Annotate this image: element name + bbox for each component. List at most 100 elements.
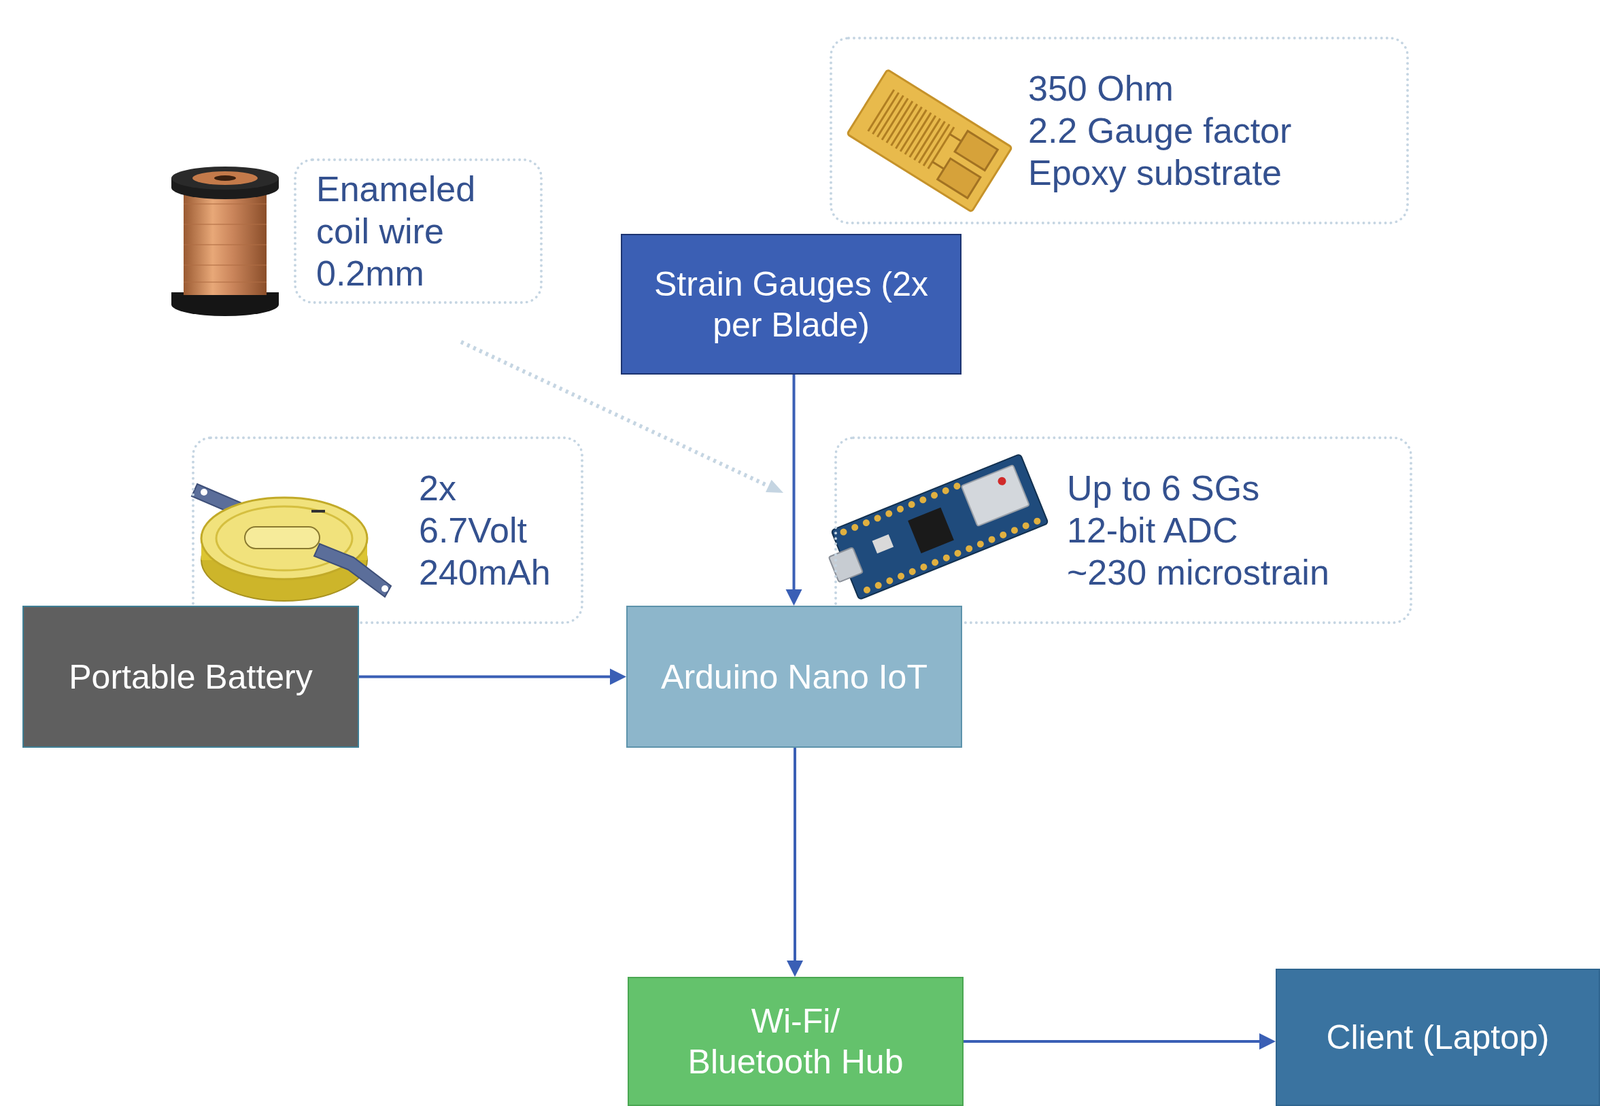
arrow-head xyxy=(609,669,627,686)
strain-gauge-picture-part xyxy=(937,158,981,198)
coin-battery-picture-part xyxy=(314,543,391,598)
connector-line xyxy=(359,675,612,679)
flow-arrow xyxy=(786,374,803,606)
spec-text: ~230 microstrain xyxy=(1066,551,1330,594)
box-label: Portable Battery xyxy=(68,656,313,698)
spec-text: Epoxy substrate xyxy=(1028,151,1282,194)
arduino-board-picture-part-part xyxy=(896,571,906,581)
spec-callout: Up to 6 SGs12-bit ADC~230 microstrain xyxy=(834,436,1413,625)
spec-callout: Enameled coil wire0.2mm xyxy=(293,158,543,304)
spec-text: 350 Ohm xyxy=(1028,67,1174,110)
arduino-board-picture-part xyxy=(839,458,1042,595)
strain-gauge-picture-part xyxy=(949,133,962,142)
process-box: Arduino Nano IoT xyxy=(626,605,963,748)
wire-spool-picture-part-part xyxy=(183,203,267,205)
arrow-head xyxy=(1259,1033,1276,1050)
spec-callout: 350 Ohm2.2 Gauge factorEpoxy substrate xyxy=(829,36,1409,225)
wire-spool-picture-part xyxy=(183,184,267,296)
wire-spool-picture-part xyxy=(183,203,267,283)
wire-spool-picture-part-part xyxy=(183,264,267,266)
arduino-board-picture-part xyxy=(996,475,1008,487)
wire-spool-picture-part-part xyxy=(183,244,267,246)
spec-text: 2.2 Gauge factor xyxy=(1028,109,1292,152)
coin-battery-picture-part xyxy=(311,509,326,513)
strain-gauge-picture-part-part xyxy=(918,121,945,164)
arduino-board-picture-part-part xyxy=(998,530,1008,540)
arduino-board-picture-part xyxy=(872,534,895,554)
coin-battery-picture xyxy=(191,484,391,602)
strain-gauge-picture xyxy=(847,69,1013,212)
arduino-board-picture-part-part xyxy=(987,535,997,544)
arrow-head xyxy=(786,960,804,978)
coin-battery-picture-part xyxy=(381,585,389,593)
arduino-board-picture-part-part xyxy=(885,576,895,586)
wire-spool-picture-part xyxy=(214,175,236,181)
process-box: Strain Gauges (2x per Blade) xyxy=(620,233,962,375)
arduino-board-picture-part-part xyxy=(1021,521,1031,531)
wire-spool-picture-part xyxy=(171,166,279,190)
process-box: Client (Laptop) xyxy=(1275,968,1600,1106)
spec-callout: 2x6.7Volt240mAh xyxy=(191,436,584,625)
arduino-board-picture xyxy=(820,454,1049,605)
connector-line xyxy=(792,374,796,591)
arduino-board-picture-part xyxy=(961,465,1030,527)
spec-text: Up to 6 SGs xyxy=(1066,467,1260,510)
process-box: Wi-Fi/ Bluetooth Hub xyxy=(627,977,964,1106)
arduino-board-picture-part-part xyxy=(930,558,940,568)
flow-arrow xyxy=(359,669,627,686)
wire-spool-picture-part xyxy=(192,171,258,185)
strain-gauge-picture-part xyxy=(932,161,944,170)
arduino-board-picture-part xyxy=(907,507,955,554)
box-label: Strain Gauges (2x per Blade) xyxy=(635,263,948,346)
arduino-board-picture-part-part xyxy=(862,585,872,595)
arduino-board-picture-part-part xyxy=(975,539,985,549)
connector-line xyxy=(963,1040,1261,1044)
arduino-board-picture-part-part xyxy=(1032,516,1042,526)
arduino-board-picture-part-part xyxy=(895,504,905,514)
arduino-board-picture-part-part xyxy=(941,553,951,563)
leader-arrow-part xyxy=(765,480,784,493)
flow-arrow xyxy=(786,747,804,978)
arduino-board-picture-part-part xyxy=(873,514,882,523)
wire-spool-picture-part-part xyxy=(183,281,267,283)
box-label: Client (Laptop) xyxy=(1326,1017,1550,1059)
arduino-board-picture-part-part xyxy=(850,522,860,532)
arduino-board-picture-part-part xyxy=(839,527,848,537)
arduino-board-picture-part-part xyxy=(953,548,963,558)
strain-gauge-picture-part xyxy=(868,89,955,169)
arduino-board-picture-part-part xyxy=(941,486,950,496)
spec-text: 2x xyxy=(418,467,457,510)
flow-arrow xyxy=(963,1033,1276,1050)
wire-spool-picture xyxy=(171,166,279,317)
coin-battery-picture-part xyxy=(200,488,208,496)
arduino-board-picture-part-part xyxy=(873,581,883,591)
spec-text: Enameled coil wire xyxy=(316,167,514,253)
arduino-board-picture-part-part xyxy=(930,490,940,500)
box-label: Wi-Fi/ Bluetooth Hub xyxy=(676,1000,915,1083)
arduino-board-picture-part-part xyxy=(884,509,894,519)
coin-battery-picture-part xyxy=(244,526,320,549)
arduino-board-picture-part-part xyxy=(964,544,974,554)
arduino-board-picture-part-part xyxy=(952,482,962,491)
arduino-board-picture-part xyxy=(830,454,1048,600)
wire-spool-picture-part xyxy=(171,293,279,317)
wire-spool-picture-part-part xyxy=(183,223,267,226)
arduino-board-picture-part-part xyxy=(918,495,928,505)
spec-text: 0.2mm xyxy=(316,252,425,295)
spec-text: 240mAh xyxy=(418,551,551,594)
spec-text: 12-bit ADC xyxy=(1066,509,1238,552)
arrow-head xyxy=(786,589,803,606)
process-box: Portable Battery xyxy=(22,605,360,748)
connector-line xyxy=(793,747,797,963)
strain-gauge-picture-part xyxy=(847,69,1013,212)
box-label: Arduino Nano IoT xyxy=(660,656,928,698)
arduino-board-picture-part-part xyxy=(861,518,871,528)
arduino-board-picture-part-part xyxy=(907,500,916,510)
strain-gauge-picture-part-part xyxy=(923,124,950,166)
arduino-board-picture-part-part xyxy=(919,563,929,572)
spec-text: 6.7Volt xyxy=(418,509,527,552)
arduino-board-picture-part-part xyxy=(1009,526,1019,536)
